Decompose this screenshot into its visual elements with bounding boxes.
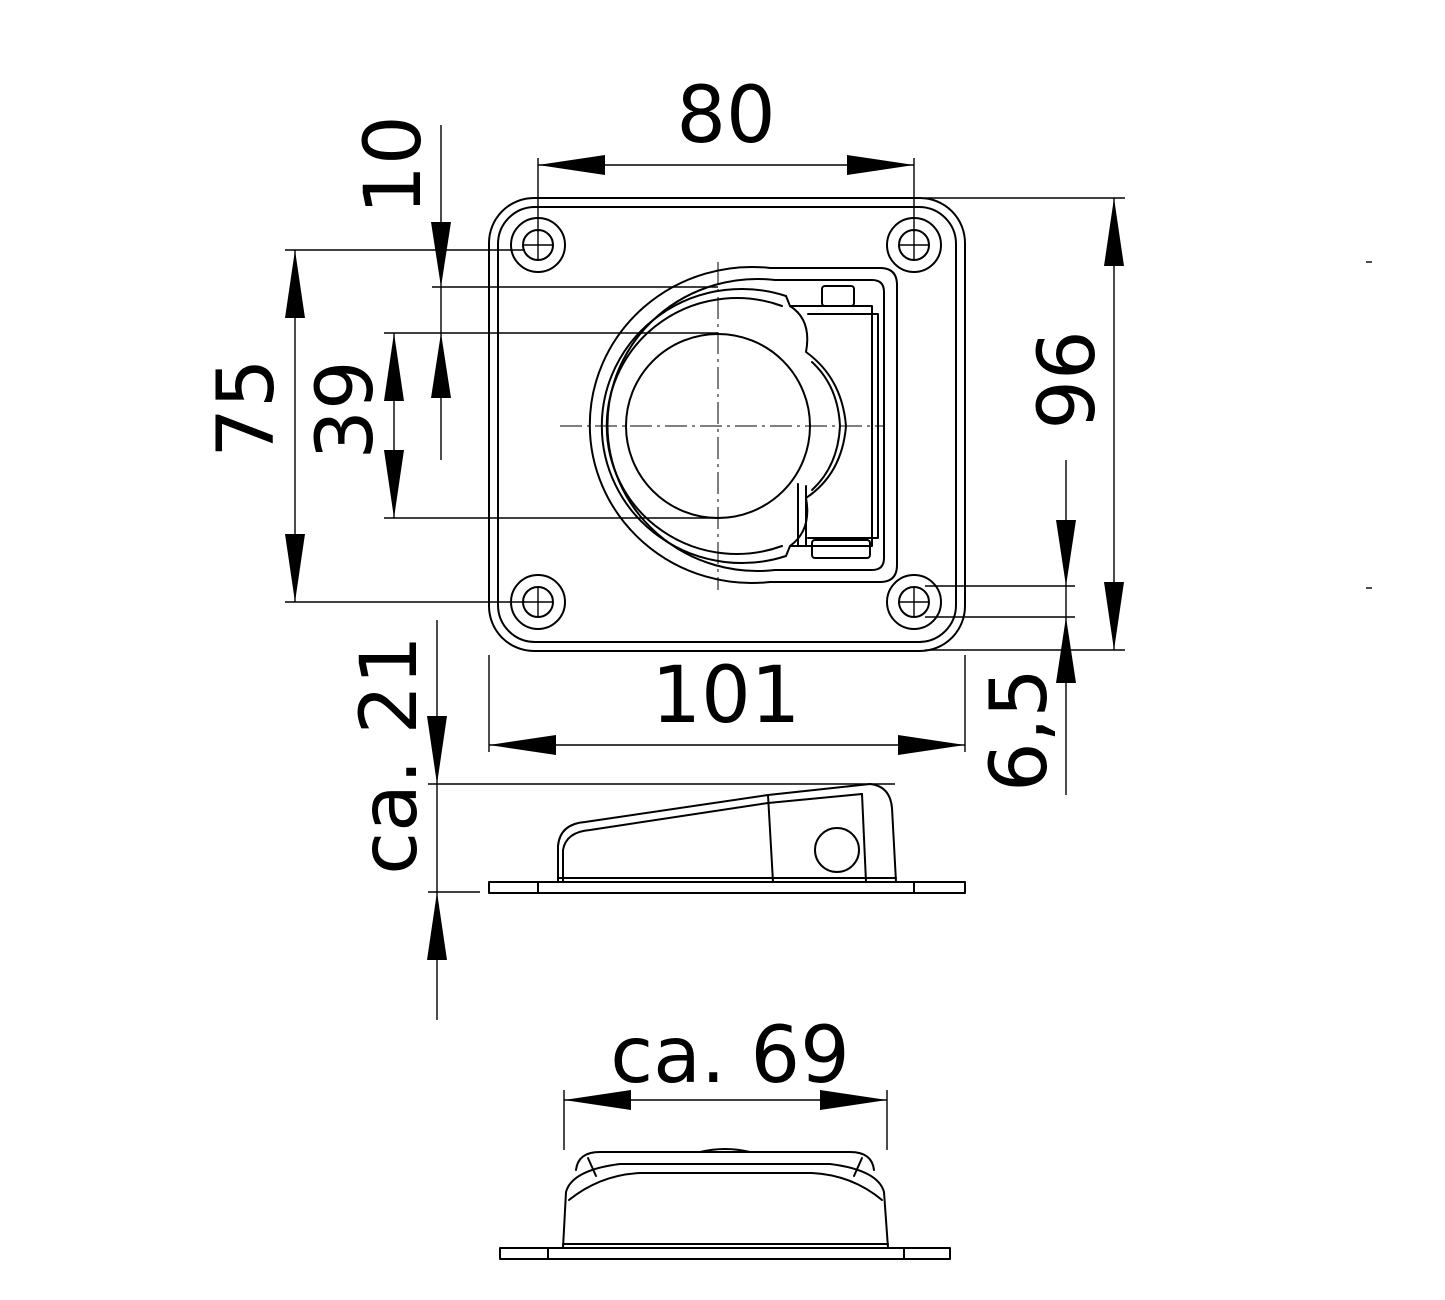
- screw-hole-bottom-right: [886, 574, 942, 630]
- top-view: [285, 158, 1125, 752]
- front-base-plate: [499, 1247, 951, 1260]
- dimension-lines: [285, 125, 1124, 1150]
- pan-outline: [588, 266, 898, 584]
- front-dome: [575, 1151, 875, 1171]
- dim-101: 101: [652, 651, 801, 741]
- dim-ca-21: ca. 21: [345, 635, 435, 875]
- dim-10: 10: [349, 115, 439, 214]
- plate-outline: [488, 197, 966, 652]
- side-housing: [557, 783, 897, 883]
- pan-inner-outline: [606, 278, 885, 572]
- dim-96: 96: [1023, 330, 1113, 429]
- dim-ca-69: ca. 69: [610, 1011, 850, 1101]
- side-hinge-hole: [814, 827, 860, 873]
- dim-75: 75: [202, 358, 292, 457]
- dim-39: 39: [301, 360, 391, 459]
- dim-6-5: 6,5: [975, 668, 1065, 792]
- plate-inner-outline: [497, 206, 957, 643]
- hinge-pin-bottom: [811, 539, 871, 559]
- hinge-pin-top: [821, 285, 855, 307]
- front-view: [499, 1148, 951, 1260]
- front-housing: [562, 1163, 889, 1249]
- side-base-plate: [488, 881, 966, 894]
- side-view: [488, 783, 966, 894]
- dim-80: 80: [676, 71, 775, 161]
